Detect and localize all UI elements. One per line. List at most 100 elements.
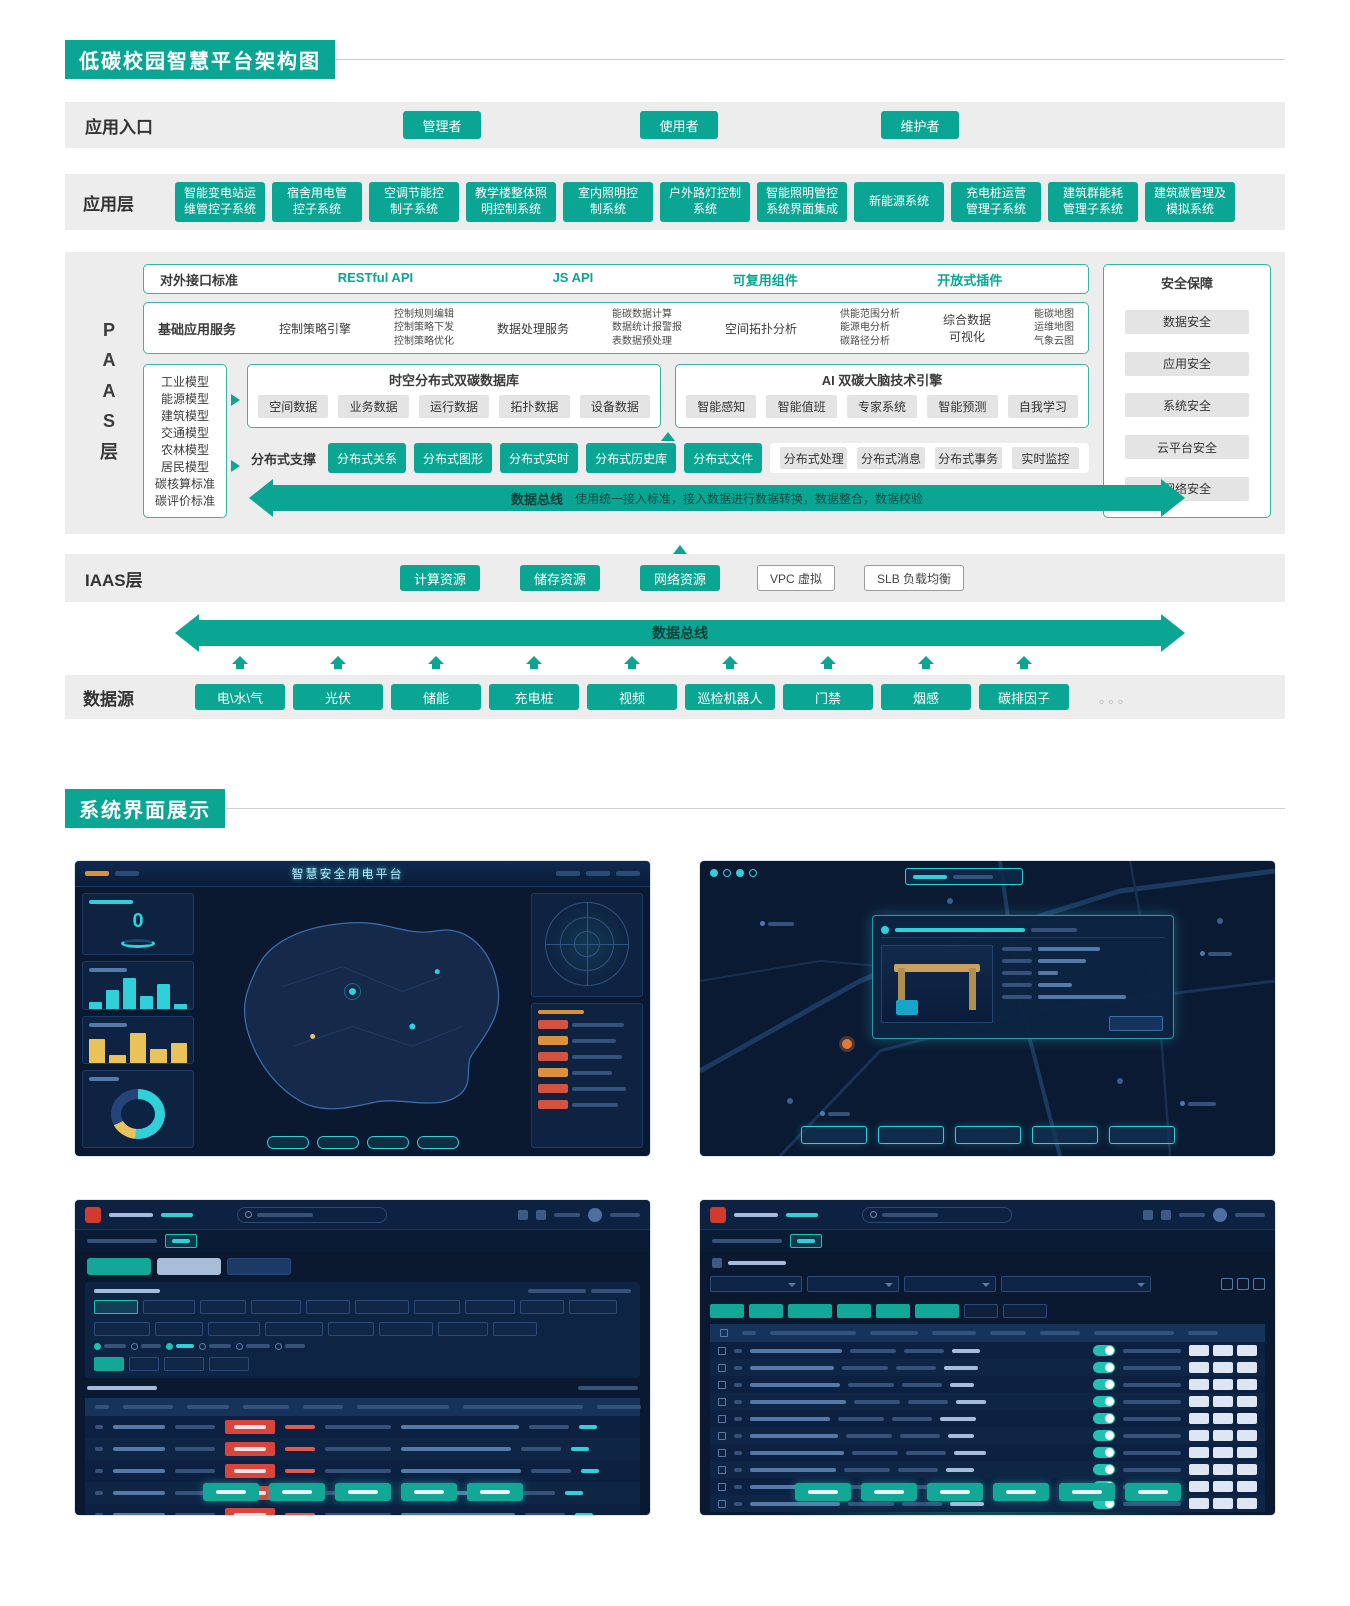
- service-item: 控制规则编辑 控制策略下发 控制策略优化: [394, 308, 454, 347]
- radio-filter-row: [94, 1342, 631, 1350]
- alarm-status-badge: [225, 1464, 275, 1478]
- table-header-row: [85, 1398, 641, 1416]
- row-checkbox: [718, 1414, 726, 1423]
- up-arrow-icon: [722, 656, 738, 669]
- datasource-item: 电\水\气: [195, 684, 285, 710]
- subsystem-button: 宿舍用电管 控子系统: [272, 182, 362, 222]
- map-action-buttons: [800, 1126, 1175, 1144]
- ai-engine-box: AI 双碳大脑技术引擎 智能感知 智能值班 专家系统 智能预测 自我学习: [675, 364, 1089, 428]
- datasource-item: 光伏: [293, 684, 383, 710]
- stat-value: 0: [132, 910, 144, 932]
- paas-data-bus-arrow: 数据总线 使用统一接入标准，接入数据进行数据转换，数据整合，数据校验: [249, 479, 1185, 517]
- security-item: 云平台安全: [1125, 435, 1249, 460]
- row-checkbox: [718, 1346, 726, 1355]
- interface-item: RESTful API: [337, 269, 414, 285]
- breadcrumb-bar: [700, 1230, 1275, 1252]
- service-item: 综合数据 可视化: [942, 313, 991, 344]
- interface-item: JS API: [552, 269, 594, 285]
- role-button-maintainer: 维护者: [881, 111, 959, 139]
- header-actions: [1143, 1207, 1265, 1222]
- dashboard-screenshot-city-map: [700, 861, 1275, 1156]
- database-item: 运行数据: [418, 395, 490, 418]
- subsystem-button: 建筑群能耗 管理子系统: [1048, 182, 1138, 222]
- model-item: 农林模型: [160, 443, 209, 457]
- distributed-item: 分布式文件: [684, 443, 763, 473]
- row-action-buttons: [1189, 1464, 1257, 1475]
- model-flow-arrows: [227, 364, 247, 518]
- dashboard-right-panels: [531, 893, 643, 1148]
- search-icon: [245, 1211, 252, 1218]
- service-item: 能碳地图 运维地图 气象云图: [1033, 308, 1074, 347]
- filter-select: [904, 1276, 996, 1292]
- row-action-buttons: [1189, 1362, 1257, 1373]
- up-arrow-icon: [330, 656, 346, 669]
- iaas-layer-label: IAAS层: [85, 570, 143, 590]
- datasource-arrow-row: [65, 656, 1285, 669]
- up-arrow-icon: [820, 656, 836, 669]
- database-item: 拓扑数据: [499, 395, 570, 418]
- datasource-item: 视频: [587, 684, 677, 710]
- distributed-item: 分布式实时: [500, 443, 579, 473]
- row-toggle: [1093, 1379, 1115, 1390]
- database-item: 空间数据: [258, 395, 329, 418]
- distributed-item: 分布式图形: [414, 443, 493, 473]
- row-checkbox: [718, 1448, 726, 1457]
- iaas-layer-row: IAAS层 计算资源 储存资源 网络资源 VPC 虚拟 SLB 负载均衡: [65, 545, 1285, 602]
- service-item: 能碳数据计算 数据统计报警报 表数据预处理: [611, 308, 682, 347]
- model-item: 建筑模型: [160, 409, 209, 423]
- row-toggle: [1093, 1345, 1115, 1356]
- bell-icon: [536, 1209, 546, 1220]
- filter-select-wide: [1001, 1276, 1151, 1292]
- spatiotemporal-database-box: 时空分布式双碳数据库 空间数据 业务数据 运行数据 拓扑数据 设备数据: [247, 364, 661, 428]
- datasource-item: 烟感: [881, 684, 971, 710]
- volume-icon: [1143, 1209, 1153, 1220]
- model-item: 交通模型: [160, 426, 209, 440]
- bar-chart-panel-2: [82, 1015, 194, 1064]
- user-avatar: [1213, 1207, 1227, 1222]
- datasource-item: 储能: [391, 684, 481, 710]
- application-layer-row: 应用层 智能变电站运 维管控子系统 宿舍用电管 控子系统 空调节能控 制子系统 …: [65, 174, 1285, 230]
- resource-button-compute: 计算资源: [400, 565, 480, 591]
- service-item: 空间拓扑分析: [724, 321, 797, 336]
- role-button-manager: 管理者: [403, 111, 481, 139]
- dashboard-header: 智慧安全用电平台: [75, 861, 650, 887]
- service-item: 控制策略引擎: [279, 321, 352, 336]
- dashboard-title: 智慧安全用电平台: [291, 867, 404, 881]
- filter-panel: [710, 1274, 1265, 1320]
- row-action-buttons: [1189, 1447, 1257, 1458]
- popup-detail-button: [1109, 1016, 1163, 1031]
- row-checkbox: [718, 1431, 726, 1440]
- up-arrow-icon: [526, 656, 542, 669]
- breadcrumb-bar: [75, 1230, 650, 1252]
- dashboard-screenshot-alarm-table: [75, 1200, 650, 1515]
- application-entry-row: 应用入口 管理者 使用者 维护者: [65, 102, 1285, 148]
- volume-icon: [518, 1209, 528, 1220]
- distributed-row-label: 分布式支撑: [251, 451, 317, 467]
- header-logo-bars: [85, 871, 139, 876]
- alarm-status-badge: [225, 1442, 275, 1456]
- device-table: [710, 1324, 1265, 1512]
- service-item: 供能范围分析 能源电分析 碳路径分析: [839, 308, 900, 347]
- table-row: [710, 1410, 1265, 1427]
- table-row: [710, 1359, 1265, 1376]
- row-action-buttons: [1189, 1430, 1257, 1441]
- table-row: [710, 1342, 1265, 1359]
- bottom-action-buttons: [202, 1483, 523, 1501]
- section-header-architecture: 低碳校园智慧平台架构图: [65, 39, 1285, 79]
- ai-item: 自我学习: [1007, 395, 1079, 418]
- datasource-item: 碳排因子: [979, 684, 1069, 710]
- entry-row-label: 应用入口: [85, 117, 153, 137]
- tab-active: [87, 1258, 151, 1275]
- row-checkbox: [718, 1465, 726, 1474]
- row-action-buttons: [1189, 1396, 1257, 1407]
- distributed-item: 分布式关系: [328, 443, 407, 473]
- up-arrow-icon: [428, 656, 444, 669]
- alarm-list: [538, 1020, 636, 1109]
- paas-layer-panel: PAAS层 对外接口标准 RESTful API JS API 可复用组件 开放…: [65, 252, 1285, 534]
- model-item: 工业模型: [160, 375, 209, 389]
- screens-section-title: 系统界面展示: [65, 788, 225, 828]
- datasource-row-label: 数据源: [83, 689, 134, 709]
- map-toolbar-pills: [266, 1136, 459, 1149]
- distributed-item: 分布式事务: [934, 447, 1002, 469]
